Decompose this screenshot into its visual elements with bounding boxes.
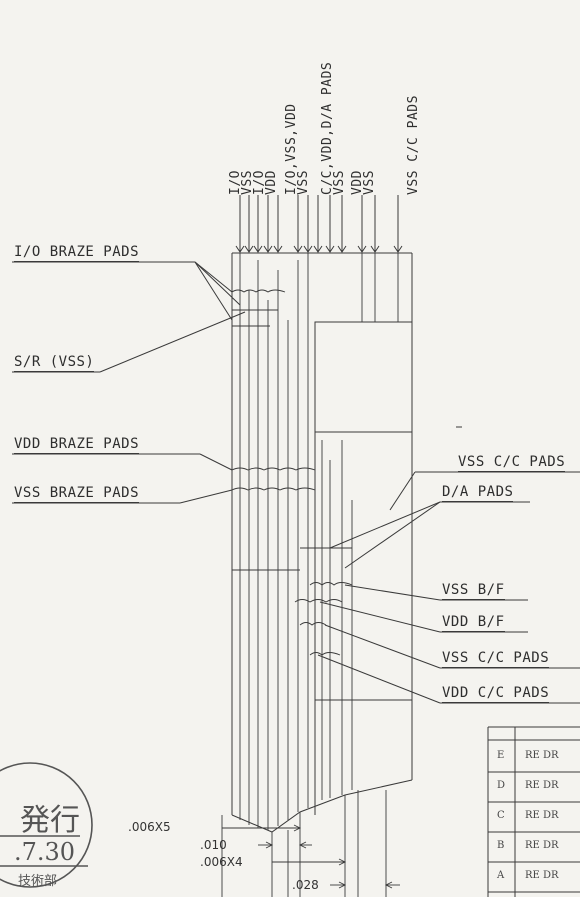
label-vss-cc-pads-top: VSS C/C PADS (458, 454, 566, 472)
dim-028: .028 (292, 878, 319, 892)
dim-010: .010 (200, 838, 227, 852)
top-label-vss-2: VSS (296, 170, 311, 195)
rev-text-b: RE DR (525, 840, 559, 851)
label-io-braze-pads: I/O BRAZE PADS (14, 244, 140, 262)
label-da-pads: D/A PADS (442, 484, 514, 502)
revision-table-grid (487, 726, 580, 897)
stamp-seal (0, 762, 93, 888)
rev-letter-a: A (497, 870, 505, 881)
top-label-vdd-1: VDD (264, 170, 279, 195)
dim-006x4: .006X4 (200, 855, 243, 869)
stamp-line-1: 発行 (20, 803, 80, 838)
label-vss-braze-pads: VSS BRAZE PADS (14, 485, 140, 503)
label-sr-vss: S/R (VSS) (14, 354, 95, 372)
rev-letter-d: D (497, 780, 506, 791)
label-vss-bf: VSS B/F (442, 582, 505, 600)
dimension-lines (221, 790, 400, 897)
label-vdd-cc-pads: VDD C/C PADS (442, 685, 550, 703)
left-callouts (12, 261, 246, 504)
rev-text-a: RE DR (525, 870, 559, 881)
rev-letter-b: B (497, 840, 505, 851)
top-label-vss-cc-pads: VSS C/C PADS (406, 95, 421, 195)
top-leader-lines (235, 195, 403, 253)
dim-006x5: .006X5 (128, 820, 171, 834)
label-vdd-bf: VDD B/F (442, 614, 505, 632)
label-vdd-braze-pads: VDD BRAZE PADS (14, 436, 140, 454)
label-vss-cc-pads: VSS C/C PADS (442, 650, 550, 668)
stamp-line-3: 技術部 (18, 874, 58, 889)
stamp-line-2: .7.30 (14, 838, 76, 866)
rev-text-c: RE DR (525, 810, 559, 821)
top-label-vss-3: VSS (332, 170, 347, 195)
internal-traces (231, 253, 412, 830)
rev-text-e: RE DR (525, 750, 559, 761)
right-callouts (317, 471, 580, 704)
rev-letter-c: C (497, 810, 505, 821)
rev-text-d: RE DR (525, 780, 559, 791)
top-label-vss-4: VSS (362, 170, 377, 195)
rev-letter-e: E (497, 750, 505, 761)
